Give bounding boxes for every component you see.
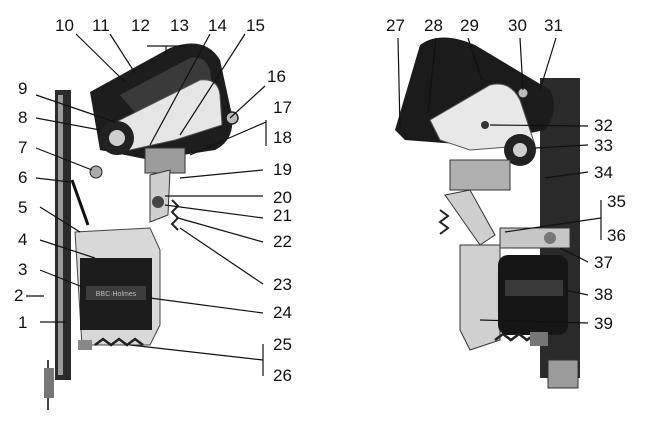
label-34: 34 [594,163,613,182]
label-10: 10 [55,16,74,35]
label-27: 27 [386,16,405,35]
label-15: 15 [246,16,265,35]
label-36: 36 [607,226,626,245]
label-22: 22 [273,232,292,251]
nameplate-text: BBC·Holmes [96,291,137,298]
label-25: 25 [273,335,292,354]
label-33: 33 [594,136,613,155]
label-17: 17 [273,98,292,117]
left-leader-lines [26,33,267,376]
label-37: 37 [594,253,613,272]
label-24: 24 [273,303,292,322]
label-18: 18 [273,128,292,147]
label-14: 14 [208,16,227,35]
label-29: 29 [460,16,479,35]
label-32: 32 [594,116,613,135]
label-8: 8 [18,108,27,127]
label-19: 19 [273,160,292,179]
label-20: 20 [273,188,292,207]
label-9: 9 [18,79,27,98]
callout-labels: 10 11 12 13 14 15 16 9 17 8 18 7 19 6 20… [14,16,626,385]
label-4: 4 [18,230,27,249]
right-device-illustration [395,37,580,389]
right-leader-lines [397,37,602,324]
left-device-illustration: BBC·Holmes [44,43,239,410]
label-16: 16 [267,67,286,86]
label-23: 23 [273,275,292,294]
label-11: 11 [92,16,110,35]
label-2: 2 [14,286,23,305]
label-12: 12 [131,16,150,35]
label-5: 5 [18,198,27,217]
label-21: 21 [273,206,292,225]
label-1: 1 [18,313,27,332]
label-13: 13 [170,16,189,35]
label-6: 6 [18,168,27,187]
label-31: 31 [544,16,563,35]
label-38: 38 [594,285,613,304]
label-30: 30 [508,16,527,35]
label-28: 28 [424,16,443,35]
label-3: 3 [18,260,27,279]
label-35: 35 [607,192,626,211]
label-26: 26 [273,366,292,385]
label-39: 39 [594,314,613,333]
label-7: 7 [18,138,27,157]
